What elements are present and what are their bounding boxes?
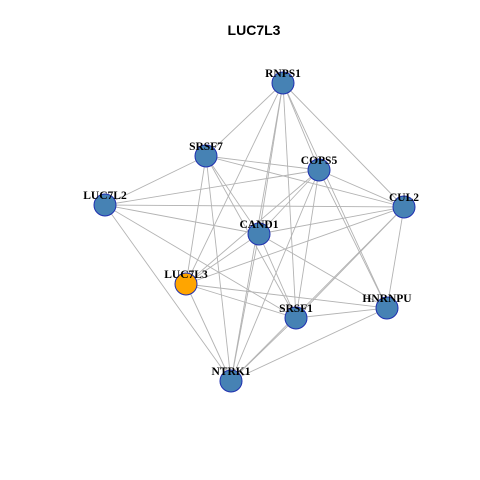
node-label-srsf7: SRSF7 <box>189 141 223 153</box>
edge-cul2-luc7l3 <box>185 206 405 285</box>
node-layer <box>93 71 416 393</box>
edge-cops5-srsf1 <box>295 169 320 319</box>
edge-cand1-srsf1 <box>258 233 297 319</box>
edge-luc7l2-ntrk1 <box>104 204 232 382</box>
edge-srsf7-ntrk1 <box>205 155 232 382</box>
edge-rnps1-srsf7 <box>205 82 284 157</box>
edge-luc7l3-hnrnpu <box>185 283 388 309</box>
edge-cops5-ntrk1 <box>230 169 320 382</box>
node-cand1 <box>247 222 271 246</box>
edge-hnrnpu-ntrk1 <box>230 307 388 382</box>
edge-cops5-luc7l2 <box>104 169 320 206</box>
edge-luc7l2-cand1 <box>104 204 260 235</box>
edge-srsf7-luc7l3 <box>185 155 207 285</box>
graph-title: LUC7L3 <box>228 22 281 38</box>
node-cops5 <box>307 158 331 182</box>
edge-srsf7-cand1 <box>205 155 260 235</box>
edge-cops5-cul2 <box>318 169 405 208</box>
edge-srsf1-hnrnpu <box>295 307 388 319</box>
node-luc7l2 <box>93 193 117 217</box>
edge-cul2-cand1 <box>258 206 405 235</box>
edge-srsf1-ntrk1 <box>230 317 297 382</box>
node-cul2 <box>392 195 416 219</box>
node-label-cand1: CAND1 <box>240 219 279 231</box>
edge-rnps1-hnrnpu <box>282 82 388 309</box>
edge-cops5-cand1 <box>258 169 320 235</box>
node-label-cul2: CUL2 <box>389 192 419 204</box>
node-label-ntrk1: NTRK1 <box>212 366 251 378</box>
edge-cand1-ntrk1 <box>230 233 260 382</box>
edge-rnps1-srsf1 <box>282 82 297 319</box>
node-hnrnpu <box>375 296 399 320</box>
edge-srsf7-cops5 <box>205 155 320 171</box>
node-rnps1 <box>271 71 295 95</box>
edge-luc7l2-srsf1 <box>104 204 297 319</box>
node-label-hnrnpu: HNRNPU <box>362 293 412 305</box>
node-label-luc7l3: LUC7L3 <box>164 269 208 281</box>
edge-cul2-hnrnpu <box>386 206 405 309</box>
edge-luc7l3-ntrk1 <box>185 283 232 382</box>
node-luc7l3 <box>174 272 198 296</box>
edge-srsf7-luc7l2 <box>104 155 207 206</box>
edge-rnps1-cops5 <box>282 82 320 171</box>
edge-cand1-luc7l3 <box>185 233 260 285</box>
node-srsf1 <box>284 306 308 330</box>
edge-rnps1-cul2 <box>282 82 405 208</box>
edge-cand1-hnrnpu <box>258 233 388 309</box>
node-label-rnps1: RNPS1 <box>265 68 301 80</box>
node-ntrk1 <box>219 369 243 393</box>
edge-luc7l2-cul2 <box>104 204 405 208</box>
node-label-srsf1: SRSF1 <box>279 303 313 315</box>
node-label-cops5: COPS5 <box>301 155 338 167</box>
edge-cul2-ntrk1 <box>230 206 405 382</box>
edge-luc7l3-srsf1 <box>185 283 297 319</box>
node-label-luc7l2: LUC7L2 <box>83 190 127 202</box>
node-srsf7 <box>194 144 218 168</box>
edge-cops5-hnrnpu <box>318 169 388 309</box>
